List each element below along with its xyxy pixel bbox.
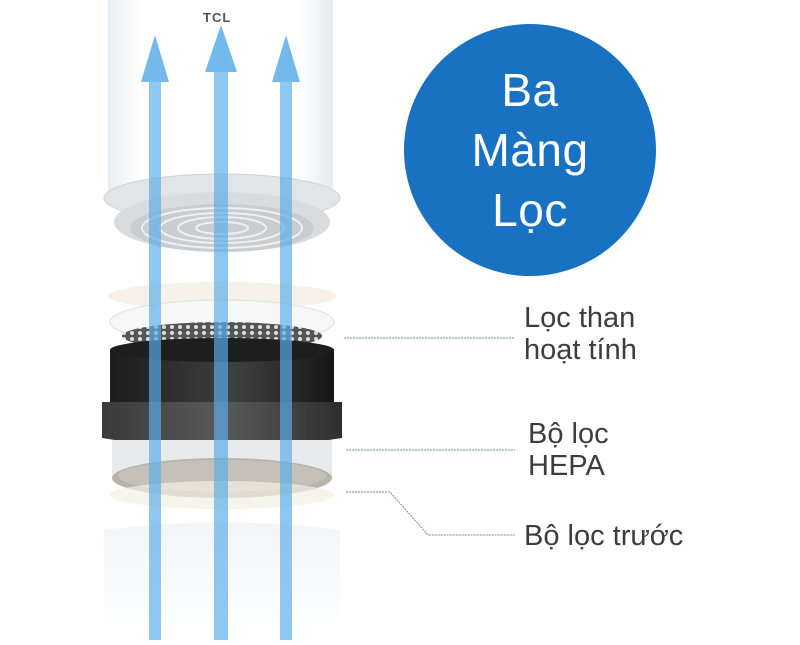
badge-line-1: Ba <box>501 64 559 116</box>
label-hepa-filter: Bộ lọc HEPA <box>528 418 609 482</box>
badge-line-2: Màng <box>471 124 589 176</box>
label-pre-filter: Bộ lọc trước <box>524 520 683 552</box>
badge-line-3: Lọc <box>492 184 568 236</box>
label-activated-carbon-filter: Lọc than hoạt tính <box>524 302 637 366</box>
three-filter-badge: Ba Màng Lọc <box>404 24 656 276</box>
label-line: HEPA <box>528 450 605 482</box>
label-line: Lọc than <box>524 302 636 334</box>
label-line: Bộ lọc <box>528 418 609 450</box>
brand-logo: TCL <box>203 10 232 25</box>
label-line: hoạt tính <box>524 334 637 366</box>
leader-lines <box>344 337 515 536</box>
label-line: Bộ lọc trước <box>524 520 684 552</box>
airflow-arrows <box>141 25 300 640</box>
